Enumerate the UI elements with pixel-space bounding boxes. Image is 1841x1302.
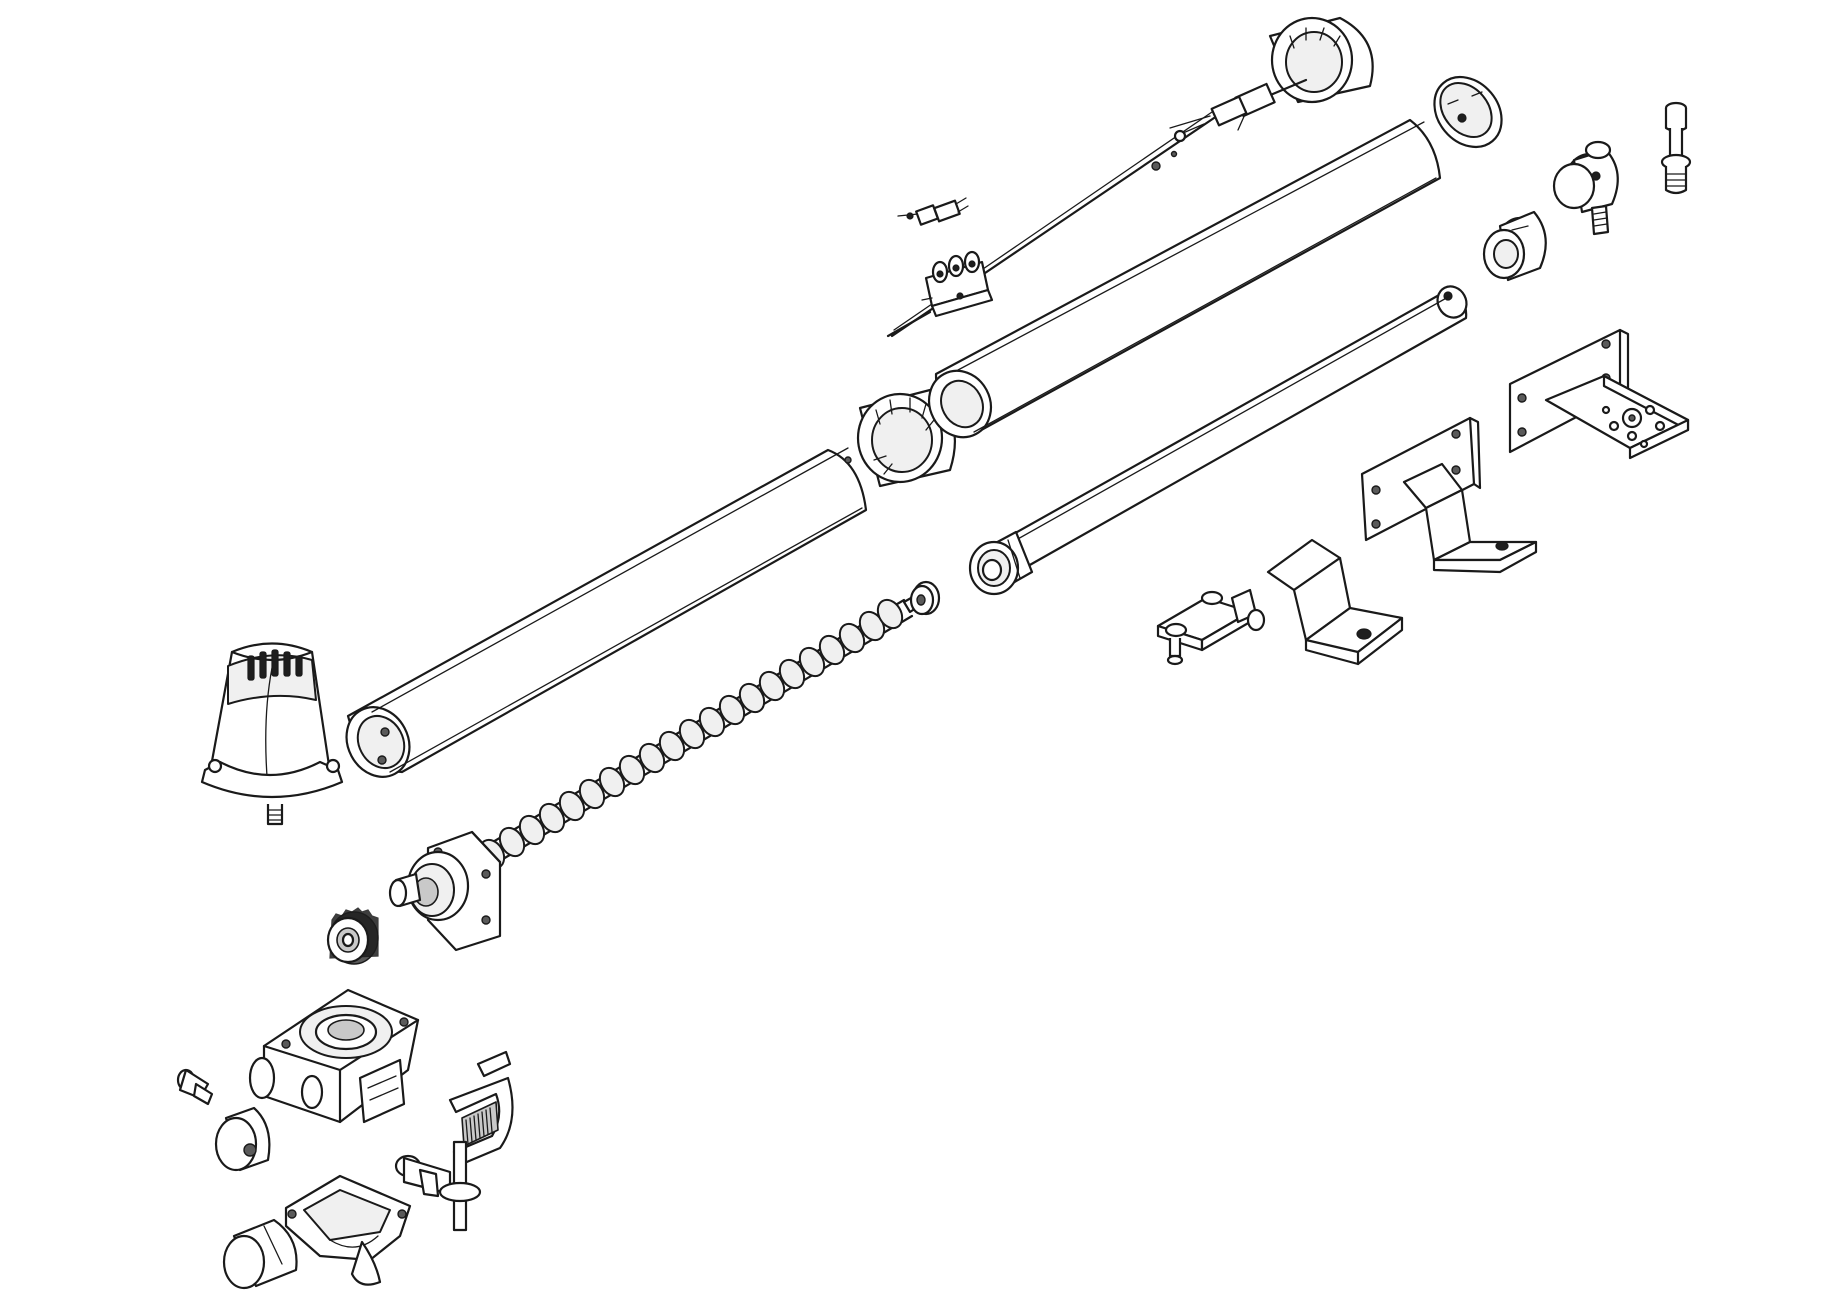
rod-end-fitting-icon	[968, 530, 1034, 596]
z-bracket-large-icon	[1360, 416, 1538, 574]
post-bracket-icon	[1508, 328, 1690, 460]
motor-cover-icon	[200, 642, 344, 826]
cylinder-icon	[222, 1218, 298, 1290]
z-bracket-small-icon	[1266, 538, 1404, 666]
pin-bolt-icon	[1660, 101, 1692, 195]
release-lever-icon	[394, 1140, 482, 1232]
bearing-flange-icon	[388, 830, 502, 952]
washer-icon	[909, 580, 941, 616]
outer-tube-lower-icon	[345, 447, 868, 778]
clamp-pin-icon	[1156, 588, 1266, 666]
gearbox-housing-icon	[248, 988, 420, 1124]
end-cap-front-icon	[856, 388, 957, 488]
terminal-block-icon	[886, 250, 994, 338]
oval-cover-plate-icon	[1433, 75, 1503, 149]
swivel-joint-icon	[1552, 140, 1619, 236]
small-connector-icon	[897, 197, 969, 226]
end-cap-rear-icon	[1268, 16, 1374, 104]
release-bolt-icon	[176, 1068, 214, 1106]
release-cap-icon	[214, 1106, 271, 1172]
gearbox-bottom-icon	[284, 1174, 412, 1286]
bushing-icon	[1482, 210, 1547, 282]
inner-push-rod-icon	[1008, 285, 1468, 568]
gear-icon	[326, 907, 379, 965]
outer-tube-upper-icon	[927, 118, 1442, 439]
